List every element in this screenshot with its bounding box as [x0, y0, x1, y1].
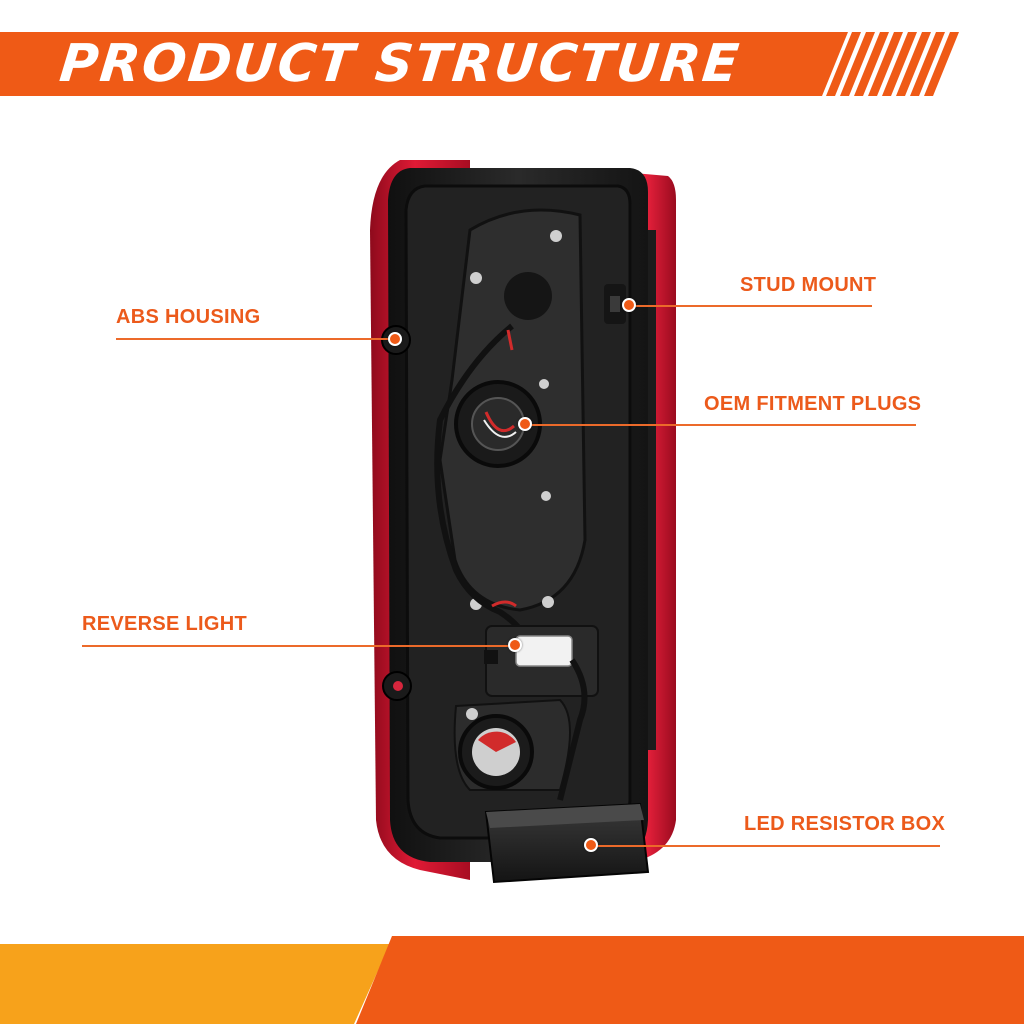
socket-cap	[504, 272, 552, 320]
footer-yellow-band	[0, 944, 390, 1024]
page-title: PRODUCT STRUCTURE	[56, 34, 744, 94]
footer-orange-band	[356, 936, 1024, 1024]
reverse-light-connector	[515, 635, 573, 667]
tail-light-illustration	[370, 160, 676, 884]
callout-abs-housing-label: ABS HOUSING	[116, 306, 261, 328]
header-banner-shape	[0, 32, 848, 96]
callout-stud-mount-line	[634, 305, 872, 307]
callout-oem-fitment-plugs-label: OEM FITMENT PLUGS	[704, 393, 922, 415]
callout-stud-mount-dot	[622, 298, 636, 312]
callout-led-resistor-box-dot	[584, 838, 598, 852]
callout-reverse-light-line	[82, 645, 512, 647]
callout-reverse-light-label: REVERSE LIGHT	[82, 613, 248, 635]
wiring-harness	[434, 323, 529, 642]
callout-stud-mount-label: STUD MOUNT	[740, 274, 877, 296]
header-banner	[0, 32, 959, 96]
callout-abs-housing-line	[116, 338, 394, 340]
callout-oem-fitment-plugs-dot	[518, 417, 532, 431]
header-stripes-decoration	[826, 32, 959, 96]
footer-banner	[0, 936, 1024, 1024]
callout-reverse-light-dot	[508, 638, 522, 652]
callout-led-resistor-box-label: LED RESISTOR BOX	[744, 813, 946, 835]
callout-led-resistor-box-line	[596, 845, 940, 847]
callout-abs-housing-dot	[388, 332, 402, 346]
callout-oem-fitment-plugs-line	[530, 424, 916, 426]
